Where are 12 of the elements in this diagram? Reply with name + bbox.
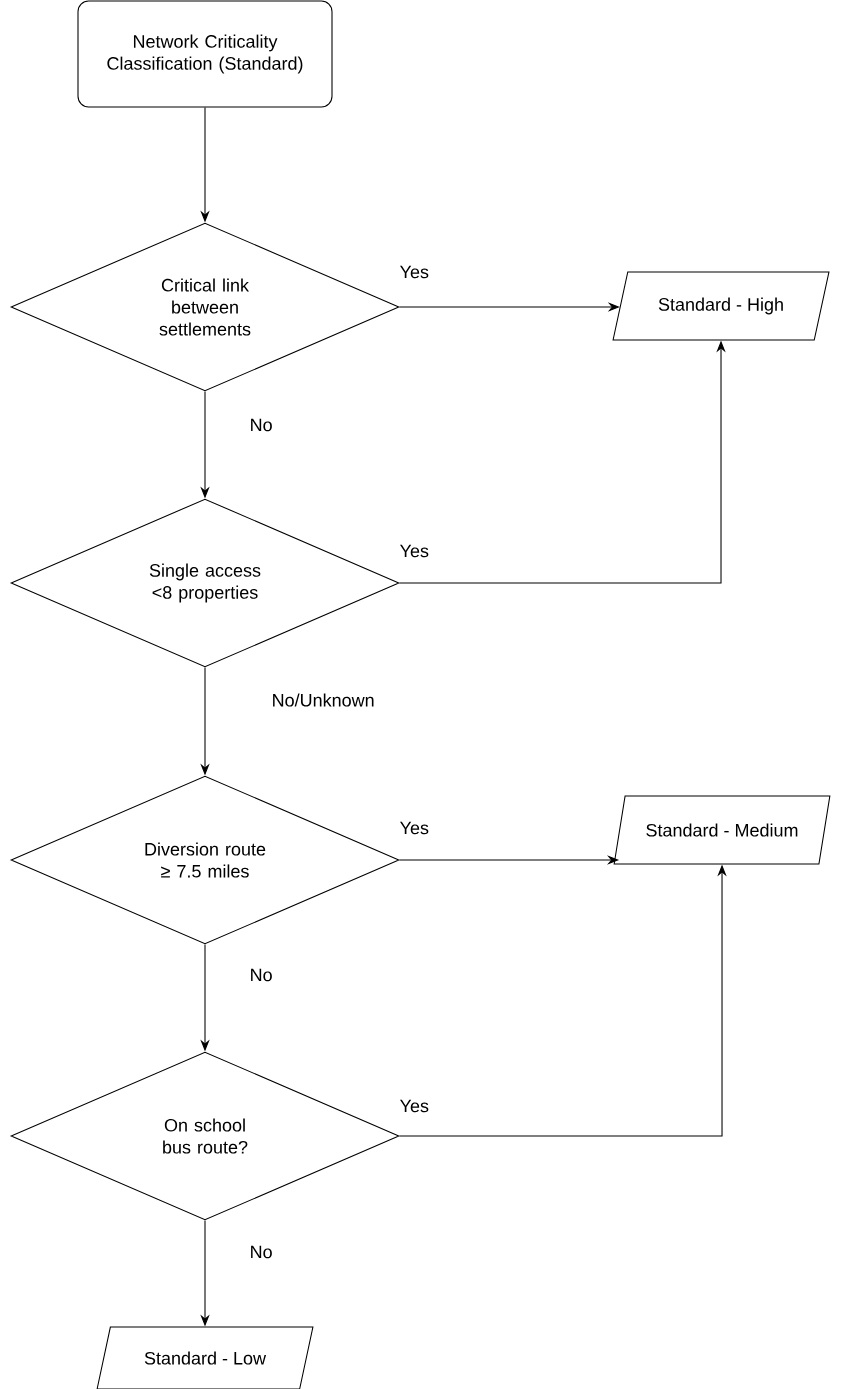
output-parallelogram: Standard - Medium [613,795,831,865]
edge-label: Yes [400,544,429,558]
edge-label: Yes [400,265,429,279]
start-box: Network Criticality Classification (Standard) [77,0,333,108]
edge-label: Yes [400,1099,429,1113]
output-parallelogram: Standard - High [612,271,830,341]
edge-label: No/Unknown [273,693,374,707]
output-parallelogram: Standard - Low [96,1326,314,1389]
edge-label: No [251,418,272,432]
edge-label: No [251,1245,272,1259]
edge-label: Yes [400,821,429,835]
edge-label: No [251,968,272,982]
